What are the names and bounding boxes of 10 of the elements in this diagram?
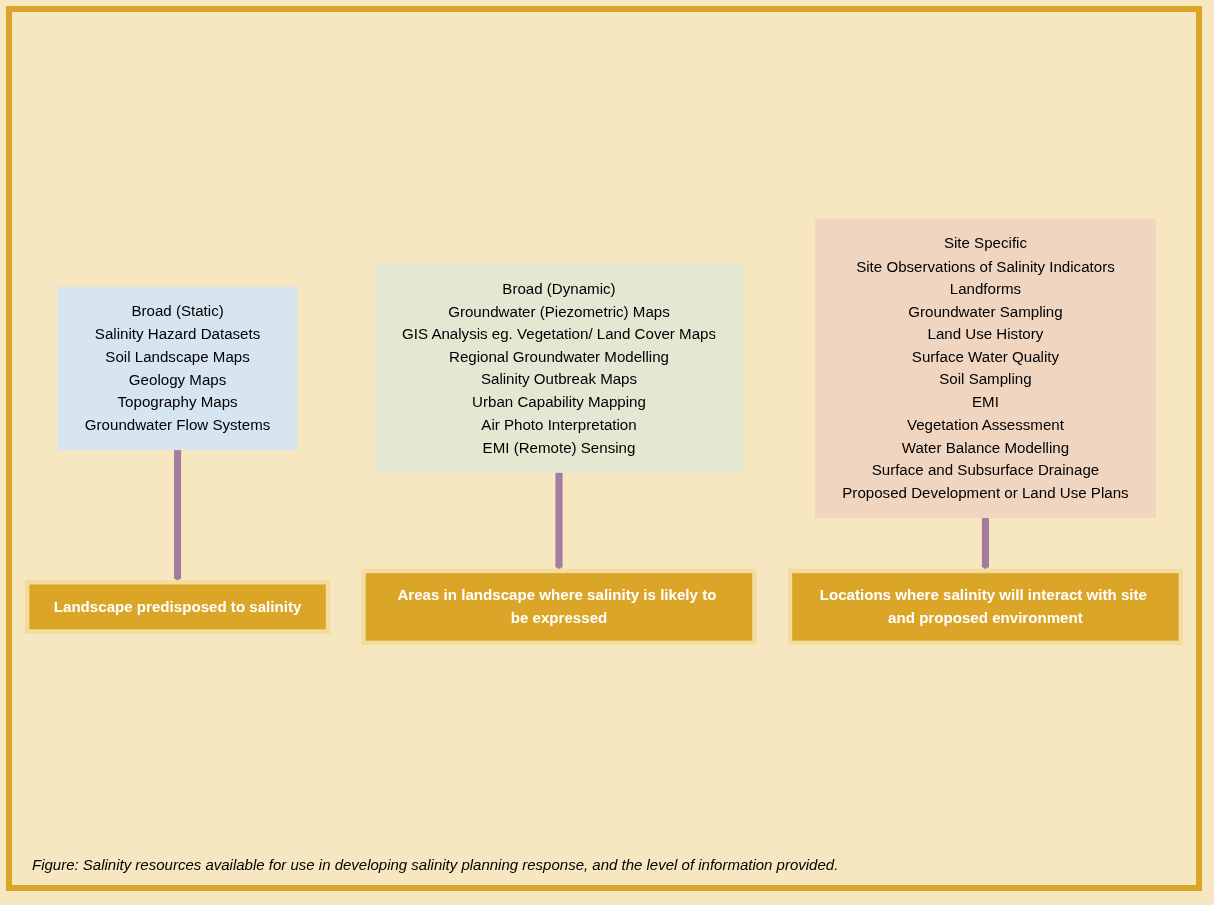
node-box: Broad (Static) Salinity Hazard Datasets Soil Landscape Maps Geology Maps Topography Maps Groundwater Flow Systems [57,286,298,451]
arrow [173,449,182,583]
node-box: Locations where salinity will interact with site and proposed environment [787,568,1184,646]
arrow [981,517,990,572]
node-box: Broad (Dynamic) Groundwater (Piezometric) Maps GIS Analysis eg. Vegetation/ Land Cover Maps Regional Groundwater Modelling Salinity Outbreak Maps Urban Capability Mapping Air Photo Interpretation EMI (Remote) Sensing [374,263,744,473]
node-box: Landscape predisposed to salinity [24,580,331,634]
arrow [555,472,563,572]
node-box: Site Specific Site Observations of Salinity Indicators Landforms Groundwater Sampling Land Use History Surface Water Quality Soil Sampling EMI Vegetation Assessment Water Balance Modelling Surface and Subsurface Drainage Proposed Development or Land Use Plans [815,218,1156,519]
caption: Figure: Salinity resources available for use in developing salinity planning response, and the level of information provided. [32,856,839,873]
node-box: Areas in landscape where salinity is likely to be expressed [361,568,757,646]
